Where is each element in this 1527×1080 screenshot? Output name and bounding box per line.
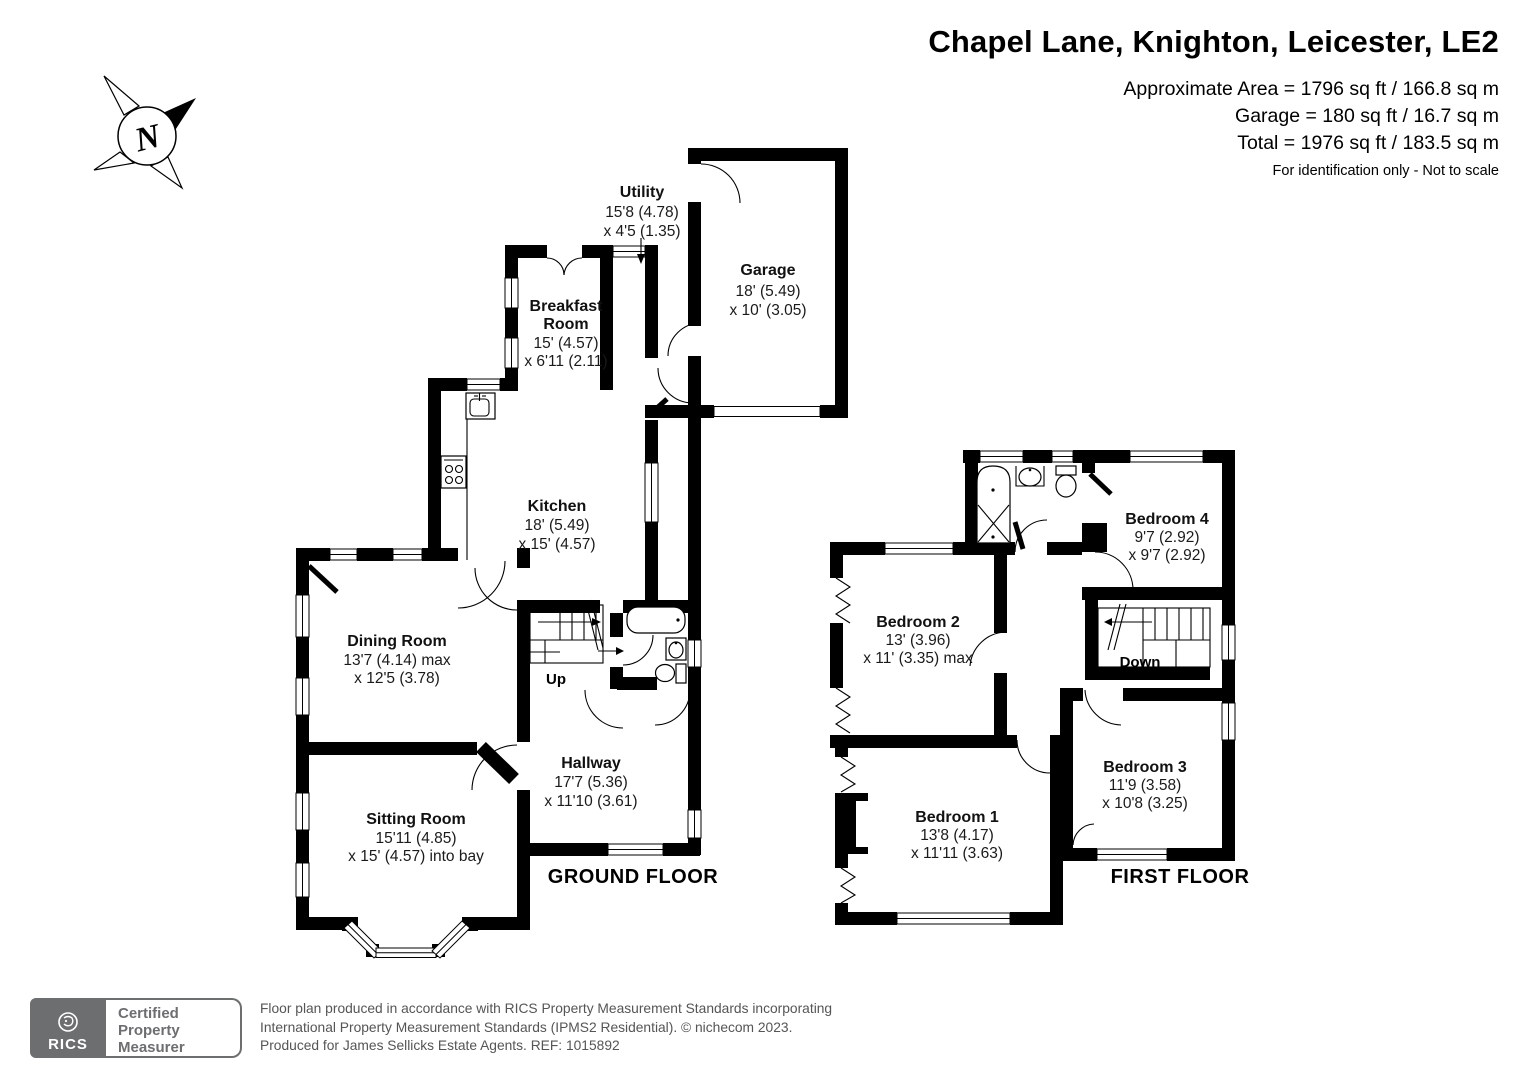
breakfast-dim2: x 6'11 (2.11) [524, 353, 607, 370]
scale-disclaimer: For identification only - Not to scale [1272, 163, 1499, 179]
footer-line-1: Floor plan produced in accordance with R… [260, 1001, 833, 1016]
utility-dim2: x 4'5 (1.35) [603, 223, 680, 240]
ff-bathroom [965, 455, 1077, 553]
total-area: Total = 1976 sq ft / 183.5 sq m [1237, 132, 1499, 154]
garage-dim1: 18' (5.49) [736, 283, 801, 300]
stairs-up-label: Up [546, 671, 566, 688]
badge-line-3: Measurer [118, 1039, 185, 1056]
utility-leader-arrow [637, 254, 645, 264]
bay-window [342, 917, 478, 959]
kitchen-dim1: 18' (5.49) [525, 517, 590, 534]
bedroom1-dim2: x 11'11 (3.63) [911, 845, 1003, 862]
side-door-leaf [646, 397, 669, 418]
sitting-dim2: x 15' (4.57) into bay [348, 848, 484, 865]
ground-floor-labels: Utility 15'8 (4.78) x 4'5 (1.35) Garage … [343, 184, 806, 888]
garage-label: Garage [740, 262, 795, 279]
first-floor-labels: Bedroom 4 9'7 (2.92) x 9'7 (2.92) Bedroo… [863, 511, 1249, 888]
bath-icon [626, 606, 686, 634]
badge-line-2: Property [118, 1022, 180, 1039]
cooker-icon [440, 455, 467, 489]
bed1-window-zigzag-2 [839, 867, 857, 904]
hallway-dim2: x 11'10 (3.61) [544, 793, 637, 810]
first-floor-title: FIRST FLOOR [1111, 866, 1250, 888]
ground-floor-title: GROUND FLOOR [548, 866, 718, 888]
room-bedroom-4 [1082, 463, 1235, 600]
hallway-dim1: 17'7 (5.36) [554, 774, 628, 791]
sink-icon [1015, 466, 1045, 487]
bed1-window-zigzag-1 [839, 756, 857, 793]
kitchen-label: Kitchen [528, 498, 587, 515]
badge-line-1: Certified [118, 1005, 179, 1022]
sink-icon [665, 637, 687, 661]
dining-dim2: x 12'5 (3.78) [354, 670, 440, 687]
bedroom3-label: Bedroom 3 [1103, 759, 1187, 776]
header: Chapel Lane, Knighton, Leicester, LE2 Ap… [928, 24, 1499, 179]
footer: RICS Certified Property Measurer Floor p… [30, 998, 832, 1058]
room-garage [645, 148, 848, 418]
bedroom2-dim1: 13' (3.96) [886, 632, 951, 649]
bedroom2-label: Bedroom 2 [876, 614, 960, 631]
bedroom1-dim1: 13'8 (4.17) [920, 827, 994, 844]
toilet-icon [1055, 465, 1077, 498]
sitting-label: Sitting Room [366, 811, 466, 828]
utility-dim1: 15'8 (4.78) [605, 204, 679, 221]
ff-outer-walls [963, 450, 1236, 861]
utility-label: Utility [620, 184, 665, 201]
breakfast-label-1: Breakfast [530, 298, 604, 315]
bath-icon [976, 465, 1011, 544]
bed2-window-zigzag-2 [834, 687, 852, 734]
ground-floor-plan: Utility 15'8 (4.78) x 4'5 (1.35) Garage … [295, 148, 848, 959]
room-kitchen [428, 378, 700, 613]
rics-label: RICS [48, 1036, 88, 1053]
compass-icon: N [93, 75, 196, 190]
hallway-label: Hallway [561, 755, 621, 772]
stairs-down-icon [1085, 600, 1211, 680]
sitting-dim1: 15'11 (4.85) [375, 830, 456, 847]
room-bedroom-2 [830, 542, 1082, 748]
breakfast-dim1: 15' (4.57) [534, 335, 599, 352]
footer-disclaimer: Floor plan produced in accordance with R… [260, 998, 832, 1056]
footer-line-2: International Property Measurement Stand… [260, 1019, 793, 1035]
chimney-breast [835, 793, 868, 854]
footer-line-3: Produced for James Sellicks Estate Agent… [260, 1038, 620, 1053]
rics-lion-icon [58, 1012, 78, 1032]
room-dining [295, 548, 530, 742]
stairs-down-label: Down [1120, 654, 1161, 671]
rics-badge: RICS [30, 998, 106, 1058]
bedroom4-label: Bedroom 4 [1125, 511, 1209, 528]
approximate-area: Approximate Area = 1796 sq ft / 166.8 sq… [1123, 78, 1499, 100]
room-sitting [295, 741, 530, 959]
room-bedroom-3 [1060, 688, 1235, 861]
bed2-window-zigzag-1 [834, 577, 852, 624]
garage-door [713, 406, 821, 417]
bedroom2-dim2: x 11' (3.35) max [863, 650, 973, 667]
bedroom4-dim2: x 9'7 (2.92) [1128, 547, 1205, 564]
bedroom3-dim1: 11'9 (3.58) [1109, 777, 1181, 794]
bedroom4-dim1: 9'7 (2.92) [1135, 529, 1200, 546]
room-bedroom-1 [830, 735, 1073, 925]
bedroom3-dim2: x 10'8 (3.25) [1102, 795, 1188, 812]
page-title: Chapel Lane, Knighton, Leicester, LE2 [928, 24, 1499, 59]
toilet-icon [654, 663, 687, 684]
first-floor-plan: Bedroom 4 9'7 (2.92) x 9'7 (2.92) Bedroo… [830, 450, 1249, 925]
bedroom1-label: Bedroom 1 [915, 809, 999, 826]
hallway-and-stairs [529, 418, 702, 856]
dining-label: Dining Room [347, 633, 447, 650]
certified-property-measurer-badge: Certified Property Measurer [106, 998, 242, 1058]
dining-dim1: 13'7 (4.14) max [343, 652, 450, 669]
dining-door-leaf [307, 564, 339, 594]
garage-dim2: x 10' (3.05) [729, 302, 806, 319]
stairs-up-icon [529, 599, 604, 664]
room-utility [600, 238, 658, 390]
kitchen-dim2: x 15' (4.57) [518, 536, 595, 553]
garage-area: Garage = 180 sq ft / 16.7 sq m [1235, 105, 1499, 127]
breakfast-label-2: Room [543, 316, 588, 333]
kitchen-sink-icon [465, 392, 496, 420]
